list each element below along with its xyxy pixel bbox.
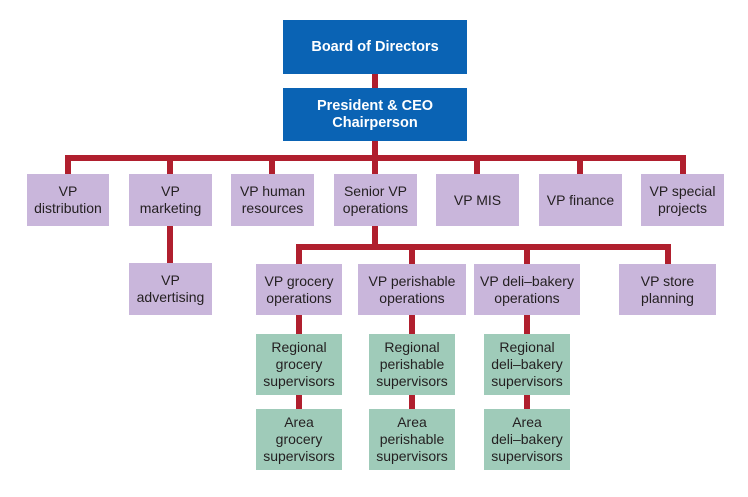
connector-deli-bakery-ops: [524, 244, 530, 264]
node-area-perishable-supervisors: Area perishable supervisors: [369, 409, 455, 470]
connector-store-planning: [665, 244, 671, 264]
connector-perishable-regional: [409, 315, 415, 334]
node-area-deli-bakery-supervisors: Area deli–bakery supervisors: [484, 409, 570, 470]
connector-deli-bakery-regional: [524, 315, 530, 334]
node-board-of-directors: Board of Directors: [283, 20, 467, 74]
connector-perishable-area: [409, 395, 415, 409]
node-regional-perishable-supervisors: Regional perishable supervisors: [369, 334, 455, 395]
connector-vp-marketing: [167, 155, 173, 174]
connector-vp-special-projects: [680, 155, 686, 174]
connector-grocery-area: [296, 395, 302, 409]
connector-grocery-ops: [296, 244, 302, 264]
connector-operations-down: [372, 226, 378, 246]
connector-vp-distribution: [65, 155, 71, 174]
connector-president-down: [372, 141, 378, 157]
node-regional-deli-bakery-supervisors: Regional deli–bakery supervisors: [484, 334, 570, 395]
node-vp-human-resources: VP human resources: [231, 174, 314, 226]
connector-board-president: [372, 74, 378, 88]
node-senior-vp-operations: Senior VP operations: [334, 174, 417, 226]
node-area-grocery-supervisors: Area grocery supervisors: [256, 409, 342, 470]
connector-vp-finance: [577, 155, 583, 174]
node-regional-grocery-supervisors: Regional grocery supervisors: [256, 334, 342, 395]
node-vp-special-projects: VP special projects: [641, 174, 724, 226]
node-vp-finance: VP finance: [539, 174, 622, 226]
connector-operations-bar: [296, 244, 671, 250]
connector-deli-bakery-area: [524, 395, 530, 409]
connector-grocery-regional: [296, 315, 302, 334]
node-vp-deli-bakery-operations: VP deli–bakery operations: [474, 264, 580, 315]
node-vp-distribution: VP distribution: [27, 174, 109, 226]
node-vp-mis: VP MIS: [436, 174, 519, 226]
node-vp-perishable-operations: VP perishable operations: [358, 264, 466, 315]
node-vp-grocery-operations: VP grocery operations: [256, 264, 342, 315]
connector-senior-vp-operations: [372, 155, 378, 174]
connector-perishable-ops: [409, 244, 415, 264]
node-vp-store-planning: VP store planning: [619, 264, 716, 315]
connector-marketing-advertising: [167, 226, 173, 263]
node-vp-marketing: VP marketing: [129, 174, 212, 226]
node-vp-advertising: VP advertising: [129, 263, 212, 315]
connector-vp-human-resources: [269, 155, 275, 174]
connector-vp-mis: [474, 155, 480, 174]
node-president-ceo: President & CEO Chairperson: [283, 88, 467, 141]
